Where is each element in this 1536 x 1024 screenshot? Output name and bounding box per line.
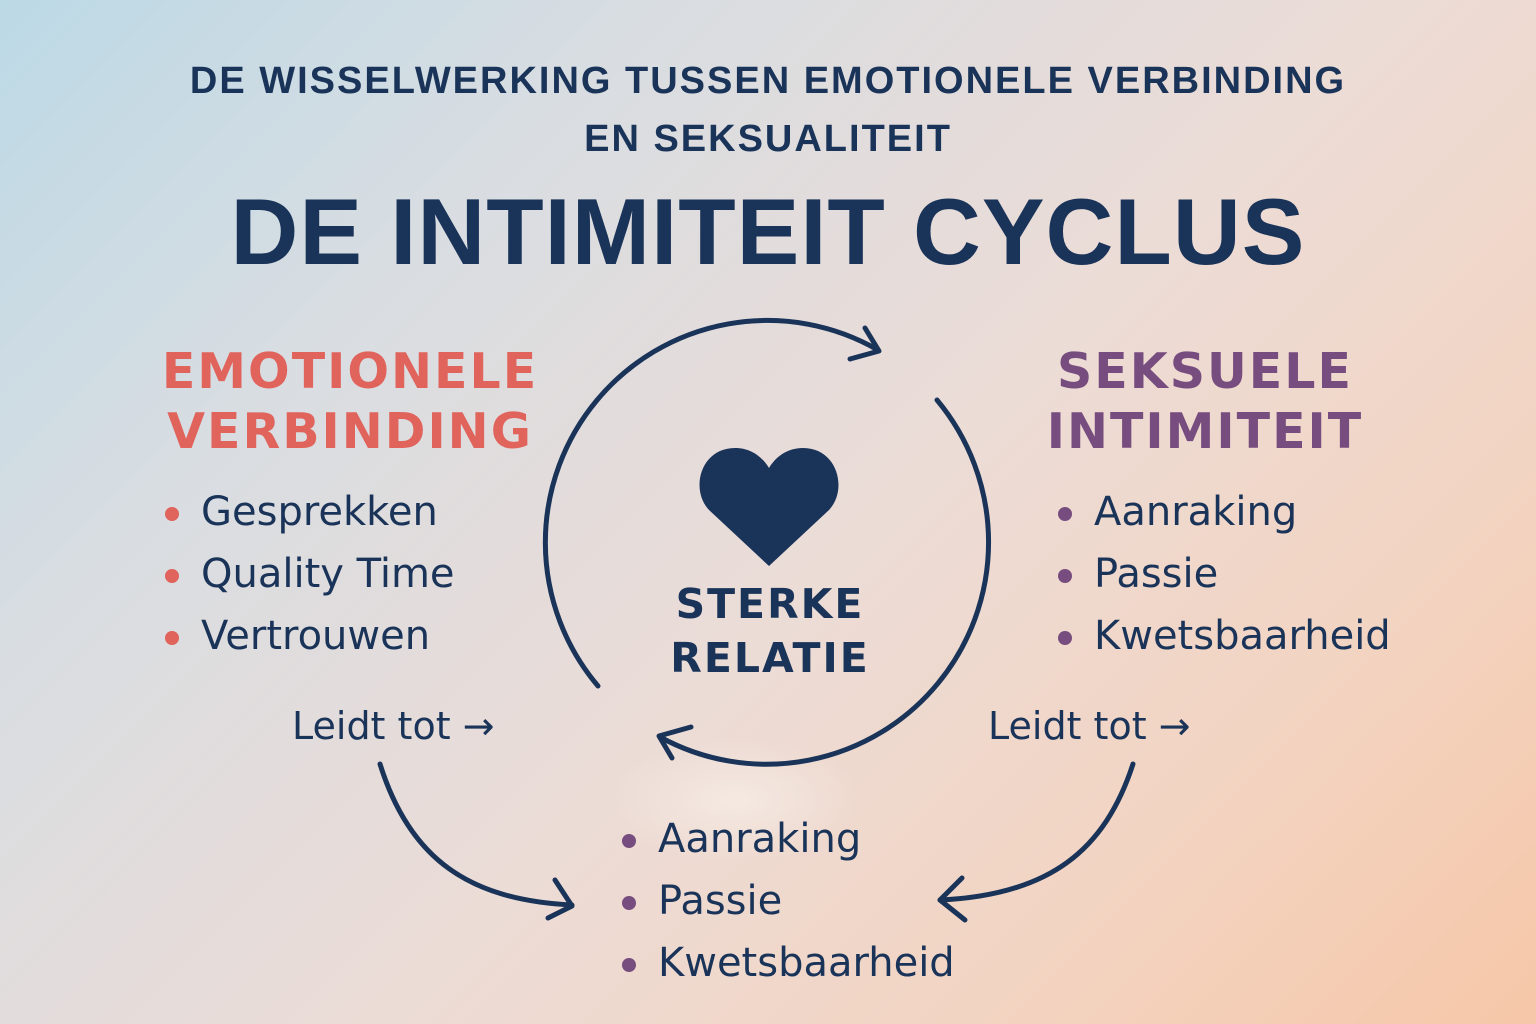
bullet-dot-icon: [165, 631, 179, 645]
curved-arrow-right: [937, 761, 1136, 903]
leads-to-label-right: Leidt tot →: [988, 704, 1191, 748]
item-label: Passie: [658, 878, 783, 924]
bullet-dot-icon: [1058, 631, 1072, 645]
list-item: Passie: [622, 870, 955, 932]
bullet-dot-icon: [622, 896, 636, 910]
subtitle: DE WISSELWERKING TUSSEN EMOTIONELE VERBI…: [0, 52, 1536, 168]
sexual-intimacy-title: SEKSUELE INTIMITEIT: [1030, 342, 1380, 462]
sexual-title-line-2: INTIMITEIT: [1046, 403, 1364, 460]
emotional-title-line-2: VERBINDING: [167, 403, 533, 460]
arrow-head-bottom-icon: [656, 724, 694, 761]
emotional-connection-title: EMOTIONELE VERBINDING: [150, 342, 550, 462]
subtitle-line-2: EN SEKSUALITEIT: [584, 118, 952, 160]
center-label: STERKE RELATIE: [620, 577, 920, 685]
arrow-head-left-icon: [545, 877, 575, 921]
cycle-arc-right-bottom: [657, 397, 991, 767]
list-item: Kwetsbaarheid: [1058, 605, 1391, 667]
center-label-line-1: STERKE: [675, 580, 865, 628]
arrow-head-top-icon: [847, 325, 882, 362]
item-label: Aanraking: [1094, 489, 1298, 535]
bullet-dot-icon: [622, 958, 636, 972]
heart-icon: [699, 448, 839, 566]
list-item: Aanraking: [622, 808, 955, 870]
sexual-items-list: Aanraking Passie Kwetsbaarheid: [1058, 481, 1391, 667]
emotional-items-list: Gesprekken Quality Time Vertrouwen: [165, 481, 455, 667]
item-label: Gesprekken: [201, 489, 438, 535]
list-item: Kwetsbaarheid: [622, 932, 955, 994]
emotional-title-line-1: EMOTIONELE: [161, 343, 539, 400]
sexual-title-line-1: SEKSUELE: [1057, 343, 1353, 400]
bullet-dot-icon: [1058, 507, 1072, 521]
bullet-dot-icon: [1058, 569, 1072, 583]
bullet-dot-icon: [622, 834, 636, 848]
list-item: Gesprekken: [165, 481, 455, 543]
curved-arrow-left: [377, 761, 575, 908]
item-label: Passie: [1094, 551, 1219, 597]
list-item: Aanraking: [1058, 481, 1391, 543]
page-title: DE INTIMITEIT CYCLUS: [230, 179, 1306, 284]
list-item: Quality Time: [165, 543, 455, 605]
bottom-items-list: Aanraking Passie Kwetsbaarheid: [622, 808, 955, 994]
arrow-head-right-icon: [937, 875, 968, 923]
center-label-line-2: RELATIE: [670, 634, 870, 682]
list-item: Passie: [1058, 543, 1391, 605]
leads-to-label-left: Leidt tot →: [292, 704, 495, 748]
cycle-arc-top-left: [542, 317, 881, 689]
list-item: Vertrouwen: [165, 605, 455, 667]
item-label: Vertrouwen: [201, 613, 431, 659]
bullet-dot-icon: [165, 569, 179, 583]
bullet-dot-icon: [165, 507, 179, 521]
item-label: Kwetsbaarheid: [1094, 613, 1391, 659]
item-label: Kwetsbaarheid: [658, 940, 955, 986]
item-label: Quality Time: [201, 551, 455, 597]
subtitle-line-1: DE WISSELWERKING TUSSEN EMOTIONELE VERBI…: [189, 60, 1347, 102]
item-label: Aanraking: [658, 816, 862, 862]
